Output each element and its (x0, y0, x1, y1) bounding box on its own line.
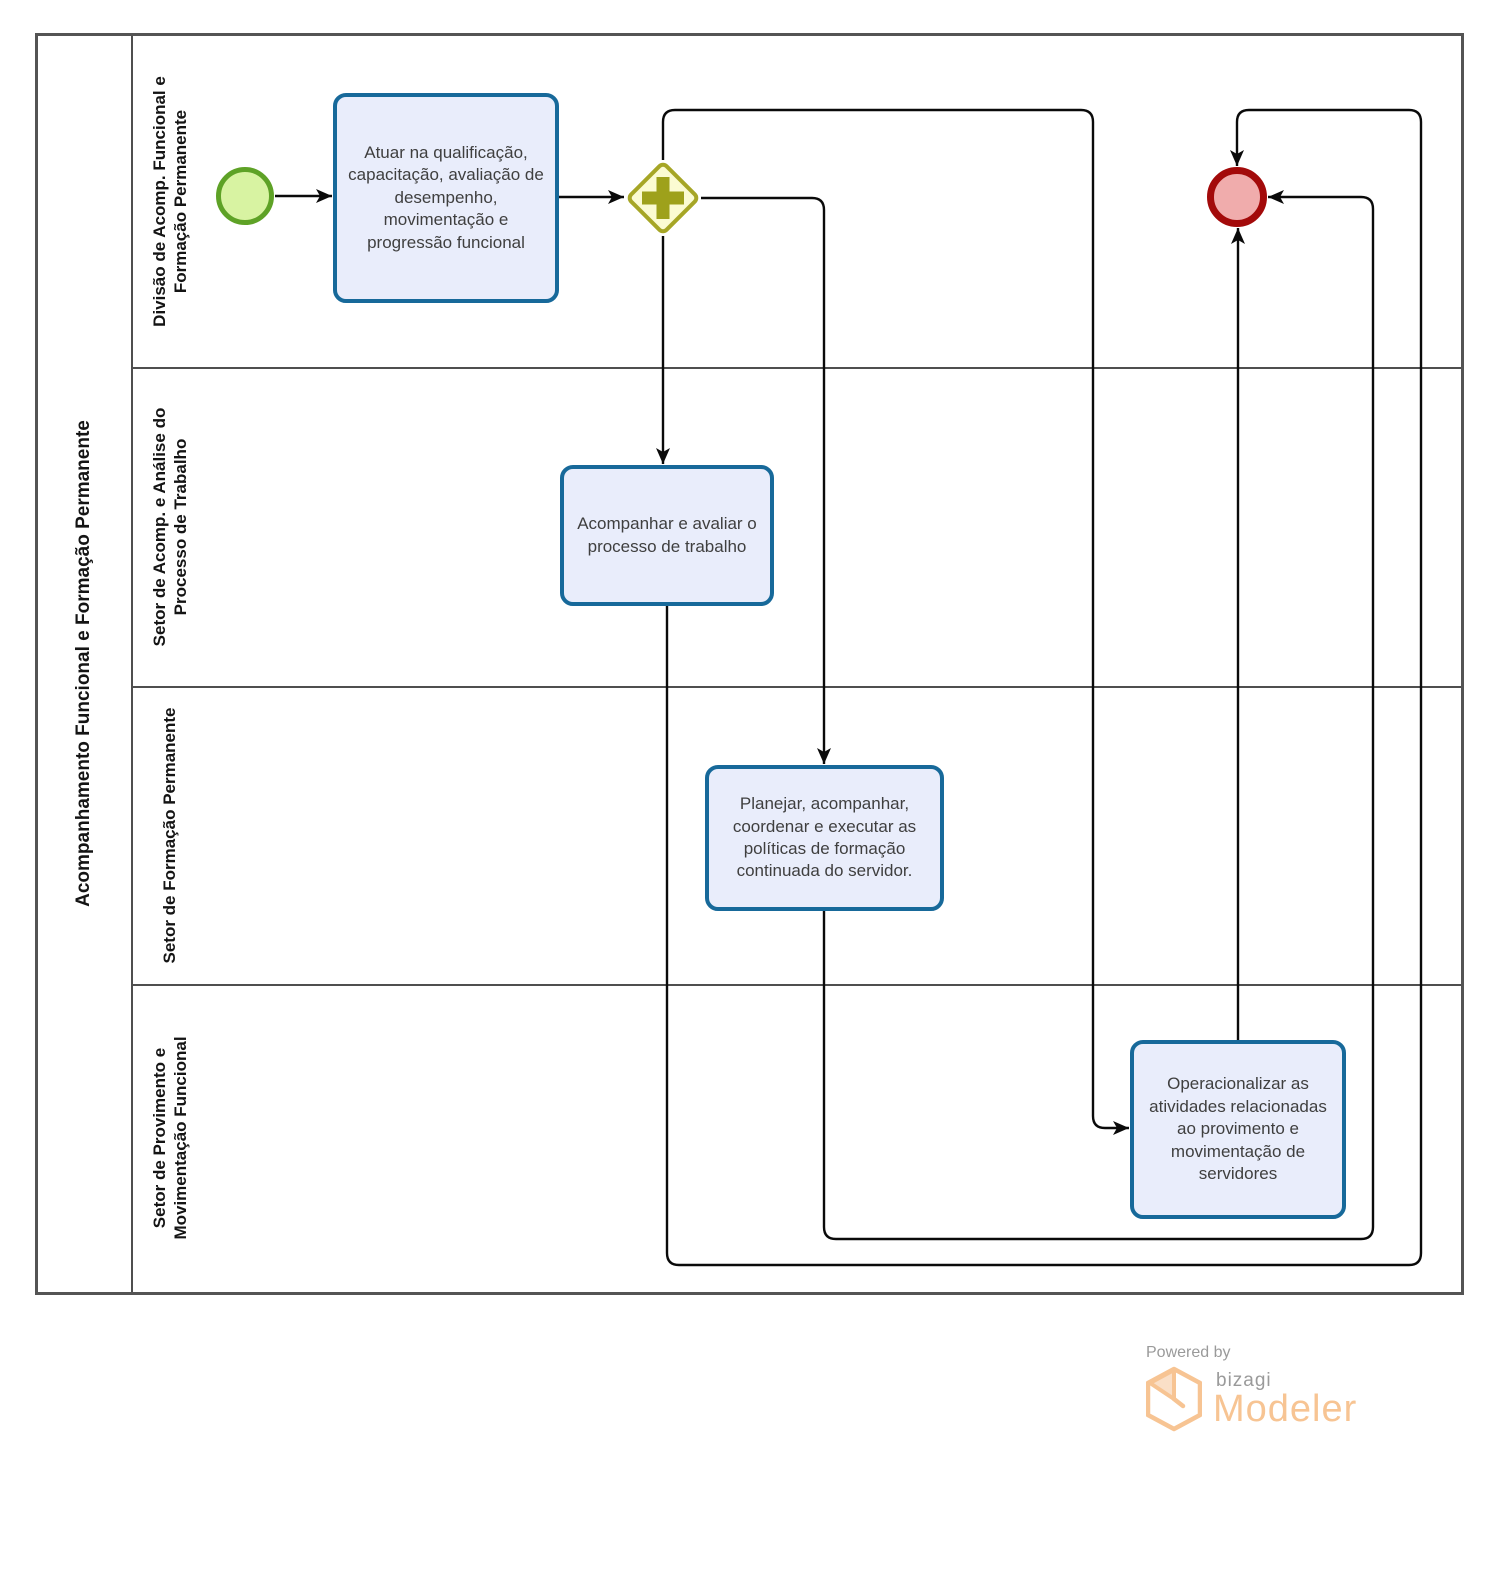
plus-icon (656, 177, 670, 219)
modeler-wordmark: Modeler (1213, 1388, 1358, 1430)
task-atuar[interactable]: Atuar na qualificação, capacitação, aval… (333, 93, 559, 303)
task-atuar-label: Atuar na qualificação, capacitação, aval… (348, 142, 544, 252)
flow-planejar-to-end[interactable] (822, 190, 1375, 1241)
bizagi-box-icon (1146, 1366, 1202, 1432)
task-acompanhar[interactable]: Acompanhar e avaliar o processo de traba… (560, 465, 774, 606)
bizagi-wordmark: bizagi (1216, 1370, 1272, 1391)
flow-gateway-to-operacionalizar[interactable] (661, 108, 1129, 1135)
lane-separator (133, 686, 1461, 688)
task-planejar-label: Planejar, acompanhar, coordenar e execut… (732, 794, 917, 881)
flow-acompanhar-to-end[interactable] (665, 108, 1423, 1267)
task-operacionalizar-label: Operacionalizar as atividades relacionad… (1149, 1074, 1327, 1184)
powered-by-text: Powered by (1146, 1344, 1231, 1361)
end-event[interactable] (1207, 167, 1267, 227)
lane-separator (133, 984, 1461, 986)
task-planejar[interactable]: Planejar, acompanhar, coordenar e execut… (705, 765, 944, 911)
flow-gateway-to-planejar[interactable] (701, 196, 831, 764)
lane-separator (133, 367, 1461, 369)
task-operacionalizar[interactable]: Operacionalizar as atividades relacionad… (1130, 1040, 1346, 1219)
pool-title-divider (131, 36, 133, 1292)
task-acompanhar-label: Acompanhar e avaliar o processo de traba… (577, 514, 757, 556)
pool[interactable] (35, 33, 1464, 1295)
start-event[interactable] (216, 167, 274, 225)
